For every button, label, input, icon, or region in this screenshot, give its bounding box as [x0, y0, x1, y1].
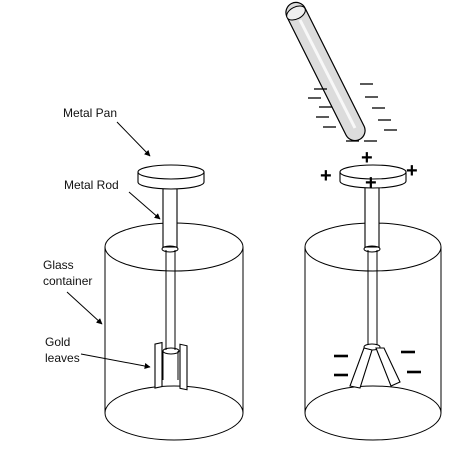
plus-sign: + — [406, 160, 418, 182]
charged-rod — [285, 1, 366, 142]
left-electroscope — [104, 164, 244, 441]
label-gold-line2: leaves — [45, 351, 80, 365]
plus-sign: + — [365, 172, 377, 194]
right-metal-pan — [339, 164, 407, 189]
right-glass-container — [304, 222, 442, 441]
pointer-metal-pan — [116, 121, 151, 157]
leaf-negative-charges — [334, 350, 421, 377]
label-glass-line1: Glass — [43, 258, 74, 272]
label-glass-line2: container — [43, 274, 92, 288]
pointer-metal-rod — [128, 191, 161, 220]
left-metal-pan — [137, 164, 205, 190]
labels: Metal Pan Metal Rod Glass container Gold… — [43, 106, 161, 369]
right-gold-leaves — [349, 343, 401, 389]
left-gold-leaves — [154, 341, 188, 391]
pointer-gold-leaves — [80, 353, 151, 369]
plus-sign: + — [320, 165, 332, 187]
label-gold-line1: Gold — [45, 335, 70, 349]
left-glass-container — [104, 222, 244, 441]
rod-negative-charges — [308, 83, 397, 142]
label-metal-rod: Metal Rod — [64, 178, 119, 192]
pointer-glass-container — [66, 291, 103, 325]
right-electroscope: + + + + — [285, 1, 442, 441]
plus-sign: + — [361, 147, 373, 169]
label-metal-pan: Metal Pan — [63, 106, 117, 120]
right-metal-rod — [363, 182, 381, 345]
left-metal-rod — [161, 182, 179, 350]
pan-positive-charges: + + + + — [320, 147, 418, 194]
